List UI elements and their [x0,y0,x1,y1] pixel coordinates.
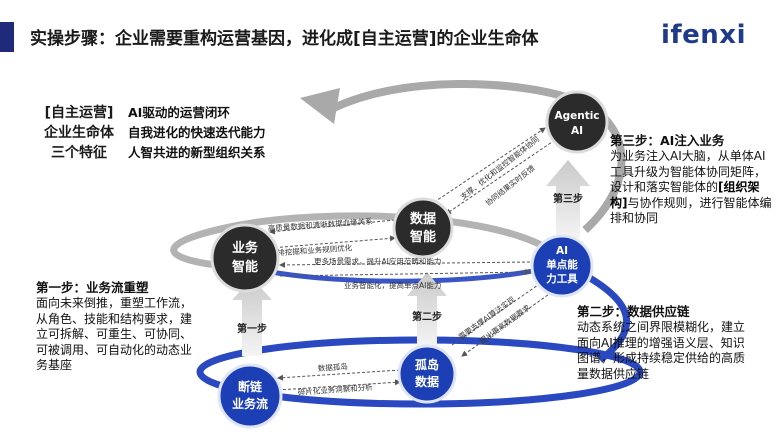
step2-tag: 第二步 [412,310,442,323]
features-list: AI驱动的运营闭环 自我进化的快速迭代能力 人智共进的新型组织关系 [128,103,266,163]
step2-block: 第二步：数据供应链 动态系统之间界限模糊化，建立面向AI推理的增强语义层、知识图… [577,304,752,382]
flow-line-f9 [277,369,401,381]
step3-title: 第三步：AI注入业务 [610,133,725,148]
svg-text:数据: 数据 [410,211,436,227]
flow-line-f2 [445,139,556,215]
node-data-intelligence: 数据 智能 [392,197,454,259]
step3-desc-part2: 与协作规则，进行智能体编排和协同 [610,195,772,226]
features-title-line: [自主运营] [44,105,114,121]
features-title-line: 企业生命体 [44,125,114,141]
svg-text:业务流: 业务流 [232,396,268,411]
feature-item: 自我进化的快速迭代能力 [128,125,266,140]
svg-text:力工具: 力工具 [546,272,578,285]
flow-label-f9: 数据孤岛 [317,361,348,373]
step3-block: 第三步：AI注入业务 为业务注入AI大脑，从单体AI工具升级为智能体协同矩阵，设… [610,133,772,227]
svg-text:单点能: 单点能 [546,258,578,271]
flow-line-f8 [461,291,553,357]
flow-line-f1 [429,127,546,206]
svg-text:孤岛: 孤岛 [415,357,439,372]
flow-line-f3 [269,219,396,235]
svg-text:AI: AI [556,245,568,257]
flow-line-f5 [279,261,531,268]
step3-description: 为业务注入AI大脑，从单体AI工具升级为智能体协同矩阵，设计和落实智能体的[组织… [610,149,772,227]
node-agentic-ai: Agentic AI [545,90,609,154]
svg-text:智能: 智能 [410,229,436,245]
step1-tag: 第一步 [237,322,267,335]
svg-text:数据: 数据 [415,374,439,389]
flow-label-f10: 碎片化业务洞察和分析 [297,382,373,397]
step1-title: 第一步：业务流重塑 [36,280,149,295]
flow-label-f5: 更多场景需求，提升AI应用范畴和能力 [314,256,441,266]
feature-item: 人智共进的新型组织关系 [128,145,266,160]
page-title: 实操步骤：企业需要重构运营基因，进化成[自主运营]的企业生命体 [30,29,539,49]
node-data-island: 孤岛 数据 [397,344,457,404]
svg-text:Agentic: Agentic [554,110,599,122]
step3-tag: 第三步 [553,192,583,205]
step1-up-arrow: 第一步 [232,278,272,356]
step3-desc-highlight: [组织架构] [610,180,760,210]
step1-description: 面向未来倒推，重塑工作流，从角色、技能和结构要求，建立可拆解、可重生、可协同、可… [36,296,193,372]
node-ai-single-tool: AI 单点能 力工具 [530,234,594,298]
step2-title: 第二步：数据供应链 [577,304,690,319]
features-title-line: 三个特征 [51,145,107,161]
step1-block: 第一步：业务流重塑 面向未来倒推，重塑工作流，从角色、技能和结构要求，建立可拆解… [36,280,196,374]
step3-desc-part1: 为业务注入AI大脑，从单体AI工具升级为智能体协同矩阵，设计和落实智能体的 [610,149,767,194]
features-title: [自主运营] 企业生命体 三个特征 [30,103,128,163]
brand-logo: ifenxi [660,20,746,50]
header-accent-bar [0,22,14,52]
node-broken-business-flow: 断链 业务流 [217,363,283,429]
spiral-ring-middle-grey [170,212,568,272]
svg-text:智能: 智能 [232,259,258,275]
svg-text:AI: AI [571,125,583,137]
svg-text:断链: 断链 [238,379,263,394]
feature-item: AI驱动的运营闭环 [128,105,230,120]
flow-label-f6: 业务智能化，提高单点AI能力 [344,280,441,290]
step2-up-arrow: 第二步 [407,272,447,346]
node-business-intelligence: 业务 智能 [210,223,280,293]
flow-line-f4 [269,235,396,249]
step3-up-arrow: 第三步 [546,160,590,238]
flow-line-f10 [277,379,401,391]
flow-line-f6 [279,269,531,277]
flow-line-f7 [451,277,549,346]
svg-text:业务: 业务 [232,240,259,256]
spiral-top-arrowhead [300,88,340,124]
step2-description: 动态系统之间界限模糊化，建立面向AI推理的增强语义层、知识图谱，形成持续稳定供给… [577,320,746,381]
